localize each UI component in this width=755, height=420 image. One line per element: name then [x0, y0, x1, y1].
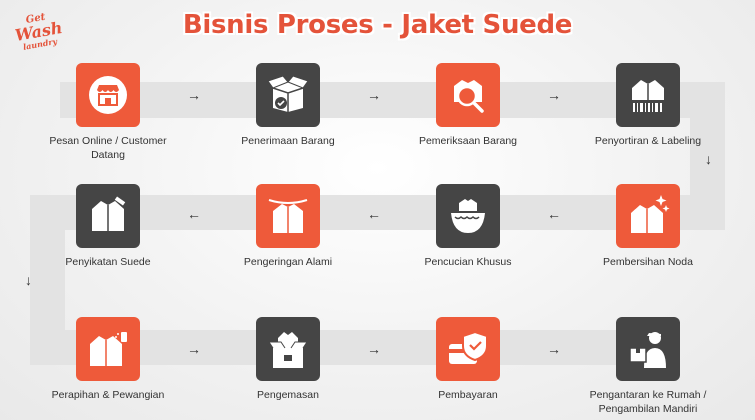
arrow-left: ←	[547, 206, 561, 222]
step-label: Pembersihan Noda	[603, 256, 693, 268]
arrow-right: →	[547, 87, 561, 103]
step-pengeringan-alami: Pengeringan Alami	[218, 184, 358, 269]
step-label: Perapihan & Pewangian	[51, 389, 165, 401]
flow-track-row2	[30, 195, 725, 230]
step-pengemasan: Pengemasan	[218, 317, 358, 402]
step-pengantaran: Pengantaran ke Rumah / Pengambilan Mandi…	[578, 317, 718, 416]
step-penyortiran-labeling: Penyortiran & Labeling	[578, 63, 718, 148]
step-label: Penyikatan Suede	[65, 256, 151, 268]
step-pencucian-khusus: Pencucian Khusus	[398, 184, 538, 269]
jacket-barcode-icon	[616, 63, 680, 127]
diagram-title: Bisnis Proses - Jaket Suede	[182, 10, 573, 40]
jacket-spray-icon	[76, 317, 140, 381]
jacket-magnifier-icon	[436, 63, 500, 127]
arrow-down: ↓	[25, 272, 32, 288]
jacket-box-icon	[256, 317, 320, 381]
jacket-hanger-icon	[256, 184, 320, 248]
step-pembayaran: Pembayaran	[398, 317, 538, 402]
step-pemeriksaan-barang: Pemeriksaan Barang	[398, 63, 538, 148]
step-label: Penyortiran & Labeling	[594, 135, 702, 147]
flow-track-row1	[60, 82, 725, 118]
step-pembersihan-noda: Pembersihan Noda	[578, 184, 718, 269]
step-label: Pesan Online / Customer Datang	[49, 135, 167, 162]
step-pesan-online: Pesan Online / Customer Datang	[38, 63, 178, 162]
step-label: Penerimaan Barang	[241, 135, 335, 147]
arrow-left: ←	[187, 206, 201, 222]
arrow-right: →	[367, 87, 381, 103]
step-label: Pengeringan Alami	[243, 256, 333, 268]
step-perapihan-pewangian: Perapihan & Pewangian	[38, 317, 178, 402]
step-label: Pengemasan	[257, 389, 319, 401]
arrow-right: →	[187, 341, 201, 357]
arrow-right: →	[187, 87, 201, 103]
step-label: Pembayaran	[438, 389, 498, 401]
step-label: Pemeriksaan Barang	[418, 135, 518, 147]
arrow-right: →	[367, 341, 381, 357]
arrow-down: ↓	[705, 151, 712, 167]
jacket-brush-icon	[76, 184, 140, 248]
delivery-person-icon	[616, 317, 680, 381]
step-penerimaan-barang: Penerimaan Barang	[218, 63, 358, 148]
step-label: Pengantaran ke Rumah / Pengambilan Mandi…	[589, 389, 707, 416]
arrow-right: →	[547, 341, 561, 357]
package-check-icon	[256, 63, 320, 127]
payment-shield-icon	[436, 317, 500, 381]
step-penyikatan-suede: Penyikatan Suede	[38, 184, 178, 269]
arrow-left: ←	[367, 206, 381, 222]
jacket-basin-icon	[436, 184, 500, 248]
jacket-sparkle-icon	[616, 184, 680, 248]
storefront-icon	[76, 63, 140, 127]
step-label: Pencucian Khusus	[424, 256, 512, 268]
